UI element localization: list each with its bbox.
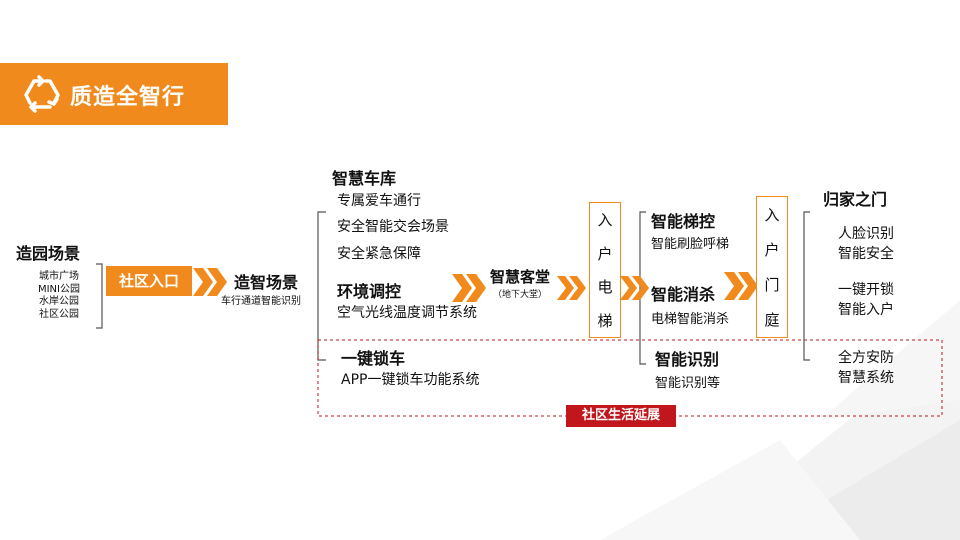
lobby-subtitle: （地下大堂） xyxy=(493,290,548,300)
elevator-box-char: 梯 xyxy=(597,311,613,330)
garage-title: 智慧车库 xyxy=(332,169,397,188)
park-item: 水岸公园 xyxy=(39,296,79,307)
elevator-box-char: 入 xyxy=(597,211,613,230)
arrow-right-icon xyxy=(452,274,486,302)
garage-item: 专属爱车通行 xyxy=(337,193,421,209)
elevator-control-desc: 智能刷脸呼梯 xyxy=(651,237,730,252)
env-control-title: 环境调控 xyxy=(337,282,402,301)
page-title: 质造全智行 xyxy=(70,85,186,110)
elevator-recog-desc: 智能识别等 xyxy=(655,376,721,391)
home-item: 智慧系统 xyxy=(838,370,894,386)
arrow-right-icon xyxy=(724,272,758,300)
elevator-entry-box: 入 户 电 梯 xyxy=(589,202,621,338)
elevator-recog-title: 智能识别 xyxy=(655,350,720,369)
door-box-char: 庭 xyxy=(764,311,780,329)
lobby-title: 智慧客堂 xyxy=(490,268,551,286)
recycle-triangle-icon xyxy=(24,75,60,113)
elevator-control-title: 智能梯控 xyxy=(651,212,716,231)
home-group: 一键开锁 智能入户 xyxy=(838,280,894,320)
elevator-box-char: 电 xyxy=(597,278,613,297)
home-item: 智能安全 xyxy=(838,246,894,262)
arrow-right-icon xyxy=(193,268,227,296)
elevator-box-char: 户 xyxy=(597,244,613,263)
home-group: 人脸识别 智能安全 xyxy=(838,224,894,264)
header-bar: 质造全智行 xyxy=(0,63,228,125)
home-item: 一键开锁 xyxy=(838,282,894,298)
elevator-disinfect-title: 智能消杀 xyxy=(651,285,716,304)
arrow-right-icon xyxy=(557,276,586,300)
park-item: MINI公园 xyxy=(37,283,80,295)
home-item: 全方安防 xyxy=(838,350,894,366)
door-entry-box: 入 户 门 庭 xyxy=(756,196,788,338)
lock-title: 一键锁车 xyxy=(341,349,406,368)
garage-item: 安全智能交会场景 xyxy=(337,219,449,235)
door-box-char: 入 xyxy=(764,206,780,224)
community-entrance-box: 社区入口 xyxy=(106,266,192,296)
home-group: 全方安防 智慧系统 xyxy=(838,348,894,388)
door-box-char: 户 xyxy=(764,241,780,259)
env-control-desc: 空气光线温度调节系统 xyxy=(337,305,477,321)
home-item: 智能入户 xyxy=(838,302,894,318)
garage-item: 安全紧急保障 xyxy=(337,246,421,262)
door-box-char: 门 xyxy=(764,276,780,294)
community-extension-label: 社区生活延展 xyxy=(566,405,676,427)
smart-scene-title: 造智场景 xyxy=(234,273,299,292)
home-door-title: 归家之门 xyxy=(823,190,888,209)
home-item: 人脸识别 xyxy=(838,226,894,242)
arrow-right-icon xyxy=(620,276,649,300)
park-item: 社区公园 xyxy=(39,308,79,320)
park-scene-title: 造园场景 xyxy=(16,244,81,263)
lock-desc: APP一键锁车功能系统 xyxy=(341,372,480,388)
park-scene-list: 城市广场 MINI公园 水岸公园 社区公园 xyxy=(33,271,85,321)
park-item: 城市广场 xyxy=(39,271,79,282)
elevator-disinfect-desc: 电梯智能消杀 xyxy=(651,312,730,327)
smart-scene-subtitle: 车行通道智能识别 xyxy=(221,296,301,307)
